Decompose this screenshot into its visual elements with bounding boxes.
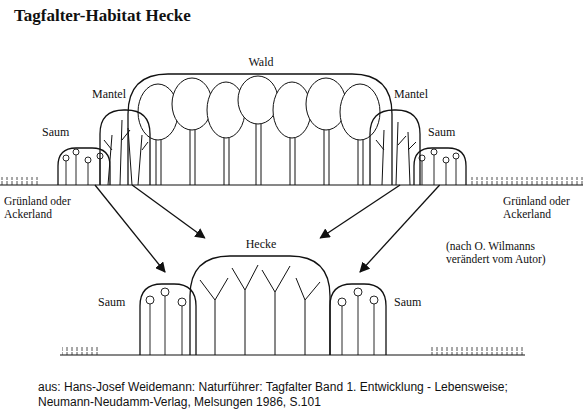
hedge-shrubs (200, 265, 320, 355)
forest-trees (138, 84, 178, 140)
transfer-arrow (132, 185, 205, 238)
ground (0, 185, 583, 355)
forest-trees (156, 124, 363, 185)
habitat-zone: Saum (326, 272, 426, 355)
habitat-zone: Mantel (370, 84, 434, 185)
forest-trees (273, 82, 311, 138)
zone-label: Saum (428, 126, 455, 139)
zone-outline (190, 256, 330, 355)
zone-outline (125, 56, 397, 185)
seam-herbs (73, 149, 79, 155)
seam-herbs (66, 154, 456, 185)
seam-herbs (354, 288, 362, 296)
zone-label: Mantel (394, 88, 428, 101)
seam-herbs (178, 298, 186, 306)
forest-trees (306, 78, 346, 130)
mantle-shrubs (376, 122, 416, 185)
area-label: Grünland oder Ackerland (4, 195, 84, 221)
habitat-zone: Wald (125, 56, 397, 185)
seam-herbs (63, 149, 459, 355)
zone-outline (370, 110, 420, 185)
habitat-zone: Saum (38, 122, 114, 185)
habitat-zone: Hecke (185, 238, 337, 355)
mantle-shrubs (104, 120, 416, 185)
transfer-arrow (360, 185, 440, 272)
seam-herbs (85, 157, 91, 163)
zone-outline (414, 148, 466, 185)
diagram-title: Tagfalter-Habitat Hecke (14, 6, 191, 26)
forest-trees (340, 84, 380, 140)
forest-trees (238, 76, 278, 124)
forest-trees (138, 76, 380, 185)
grass (62, 347, 98, 355)
zone-label: Hecke (185, 238, 337, 251)
grass (0, 177, 583, 355)
seam-herbs (146, 296, 154, 304)
area-label: Grünland oder Ackerland (503, 195, 581, 221)
area-label: (nach O. Wilmanns verändert vom Autor) (446, 240, 556, 266)
transfer-arrow (95, 185, 165, 272)
zone-outline (326, 272, 426, 355)
transfer-arrow (320, 185, 400, 238)
grass (428, 347, 523, 355)
seam-herbs (63, 155, 69, 161)
zone-outline (140, 284, 196, 355)
grass (0, 177, 40, 185)
hedge-shrubs (200, 265, 320, 355)
zone-outline (185, 238, 337, 355)
zone-label: Saum (42, 126, 69, 139)
forest-trees (172, 78, 212, 130)
seam-herbs (150, 296, 374, 355)
zone-outline (128, 74, 392, 185)
zone-outline (58, 148, 110, 185)
zone-label: Saum (98, 296, 125, 309)
zone-label: Wald (125, 56, 397, 69)
source-caption: aus: Hans-Josef Weidemann: Naturführer: … (38, 380, 543, 410)
habitat-zone: Saum (96, 272, 196, 355)
seam-herbs (161, 288, 169, 296)
zone-label: Saum (394, 296, 421, 309)
zone-outline (100, 110, 150, 185)
seam-herbs (431, 149, 437, 155)
seam-herbs (453, 153, 459, 159)
zone-outline (330, 284, 386, 355)
zone-label: Mantel (92, 88, 126, 101)
seam-herbs (338, 298, 346, 306)
seam-herbs (443, 157, 449, 163)
zone-outline (96, 272, 196, 355)
grass (468, 177, 583, 185)
habitat-zone: Saum (410, 122, 486, 185)
habitat-zone: Mantel (88, 84, 152, 185)
seam-herbs (370, 296, 378, 304)
